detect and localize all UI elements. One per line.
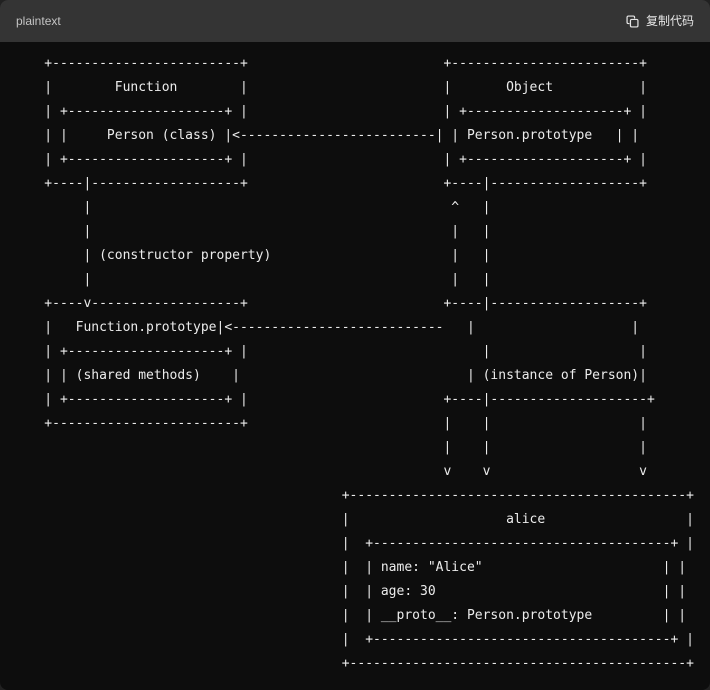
copy-icon xyxy=(625,14,640,29)
code-header: plaintext 复制代码 xyxy=(0,0,710,42)
code-body: +------------------------+ +------------… xyxy=(0,42,710,690)
language-label: plaintext xyxy=(16,14,61,28)
ascii-diagram: +------------------------+ +------------… xyxy=(44,56,694,671)
copy-button-label: 复制代码 xyxy=(645,14,694,28)
copy-code-button[interactable]: 复制代码 xyxy=(625,14,694,29)
